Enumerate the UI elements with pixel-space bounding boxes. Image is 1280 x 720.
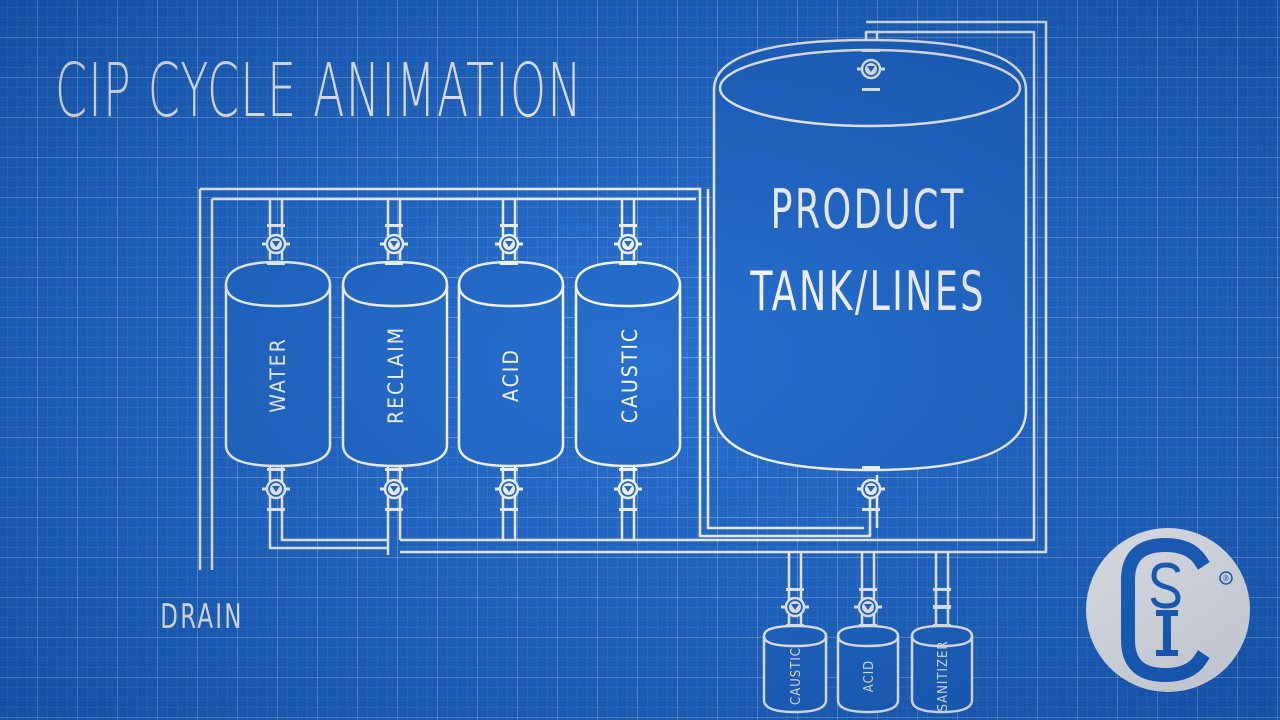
product-tank-label-line1: PRODUCT — [771, 178, 966, 242]
product-tank — [712, 38, 1028, 472]
tank-reclaim — [341, 260, 449, 468]
small-tank-label-sanitizer: SANITIZER — [936, 641, 951, 712]
tank-label-water: WATER — [266, 337, 290, 412]
product-tank-label-line2: TANK/LINES — [749, 260, 985, 324]
valve-icon — [779, 596, 811, 618]
drain-pipe — [198, 189, 214, 570]
pipe-water-bottom — [268, 465, 388, 550]
valve-icon — [378, 233, 410, 255]
valve-icon — [378, 478, 410, 500]
tank-caustic — [574, 260, 682, 468]
supply-header-pipe — [200, 187, 872, 538]
tank-label-acid: ACID — [499, 348, 523, 402]
small-tank-sanitizer — [910, 624, 974, 714]
valve-icon — [612, 478, 644, 500]
tank-label-reclaim: RECLAIM — [384, 326, 408, 424]
registered-mark: ® — [1222, 574, 1229, 583]
tank-water — [224, 260, 332, 468]
valve-icon — [852, 596, 884, 618]
tank-label-caustic: CAUSTIC — [618, 327, 642, 423]
pipe-caustic-bottom — [620, 465, 636, 540]
pipe-acid-bottom — [501, 465, 517, 540]
valve-icon — [855, 478, 887, 500]
small-tank-label-acid: ACID — [862, 660, 877, 692]
flange-icon — [933, 605, 951, 609]
valve-icon — [260, 478, 292, 500]
valve-icon — [493, 233, 525, 255]
small-tank-acid — [836, 624, 900, 714]
valve-icon — [260, 233, 292, 255]
small-tank-label-caustic: CAUSTIC — [789, 647, 804, 705]
valve-icon — [612, 233, 644, 255]
small-tank-caustic — [762, 624, 828, 714]
csi-logo: ® — [1086, 528, 1250, 692]
valve-icon — [493, 478, 525, 500]
drain-label: DRAIN — [160, 597, 243, 637]
tank-acid — [457, 260, 565, 468]
